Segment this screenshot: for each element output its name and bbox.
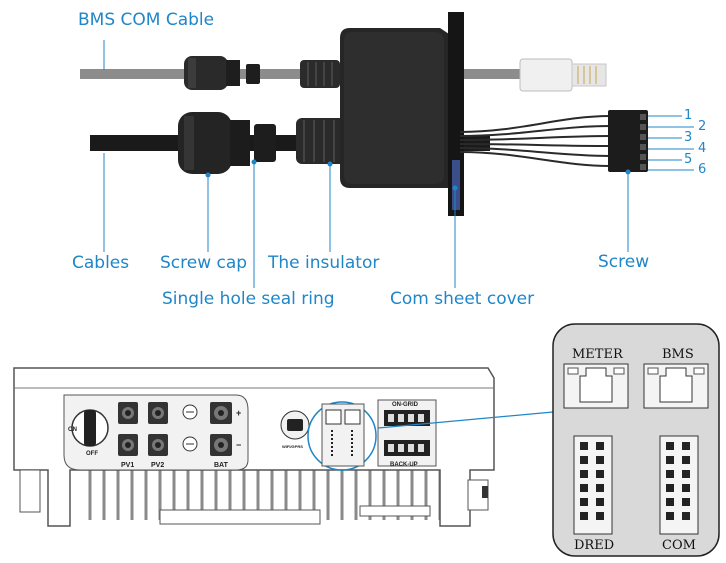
pv2-connectors <box>148 402 168 456</box>
upper-screw-cap <box>184 56 240 90</box>
bat-minus-label: − <box>236 440 241 450</box>
pv1-label: PV1 <box>121 462 134 469</box>
pv1-connectors <box>118 402 138 456</box>
pin-label-2: 2 <box>698 119 707 134</box>
label-seal-ring: Single hole seal ring <box>162 289 335 309</box>
com-terminal <box>659 435 699 535</box>
dc-switch <box>71 409 109 447</box>
com-zoom-panel: METER BMS DRED COM <box>552 323 720 557</box>
terminal-block <box>608 110 648 172</box>
pin-label-3: 3 <box>684 130 693 145</box>
label-cables: Cables <box>72 253 130 273</box>
cable-assembly <box>80 12 694 288</box>
pin-label-6: 6 <box>698 162 707 177</box>
com-label: COM <box>662 538 696 553</box>
lower-insulator <box>296 118 348 164</box>
on-grid-label: ON-GRID <box>392 402 419 408</box>
meter-label: METER <box>572 347 624 362</box>
back-up-label: BACK-UP <box>390 462 418 468</box>
pin-label-5: 5 <box>684 152 693 167</box>
label-bms-com-cable: BMS COM Cable <box>78 10 215 30</box>
upper-insulator <box>300 60 340 88</box>
label-insulator: The insulator <box>268 253 380 273</box>
bat-plus-label: + <box>236 408 241 418</box>
inverter: ON OFF PV1 PV2 BAT + − ON-GRID BACK-UP W… <box>13 367 554 527</box>
rj45-connector <box>519 58 607 92</box>
com-port-area <box>307 401 377 471</box>
switch-off-label: OFF <box>86 451 98 457</box>
label-screw: Screw <box>598 252 650 272</box>
bms-port <box>643 363 709 409</box>
switch-on-label: ON <box>68 427 77 433</box>
meter-port <box>563 363 629 409</box>
dred-terminal <box>573 435 613 535</box>
ac-terminal-block <box>377 399 437 467</box>
pin-label-1: 1 <box>684 108 693 123</box>
com-sheet-cover <box>340 12 464 216</box>
bat-label: BAT <box>214 462 229 469</box>
wifi-port <box>280 410 310 440</box>
pin-leaders <box>648 115 694 171</box>
wifi-label: WIFI/GPRS <box>282 444 303 449</box>
lower-screw-cap <box>178 112 250 174</box>
label-com-sheet-cover: Com sheet cover <box>390 289 535 309</box>
dred-label: DRED <box>574 538 614 553</box>
bat-connectors <box>210 402 232 456</box>
pin-label-4: 4 <box>698 141 707 156</box>
zoom-leader <box>377 411 554 429</box>
pv2-label: PV2 <box>151 462 164 469</box>
callout-leaders <box>103 40 631 288</box>
bms-label: BMS <box>662 347 694 362</box>
upper-seal-ring <box>246 64 260 84</box>
lower-seal-ring <box>254 124 276 162</box>
signal-wires <box>459 115 611 167</box>
label-screw-cap: Screw cap <box>160 253 248 273</box>
